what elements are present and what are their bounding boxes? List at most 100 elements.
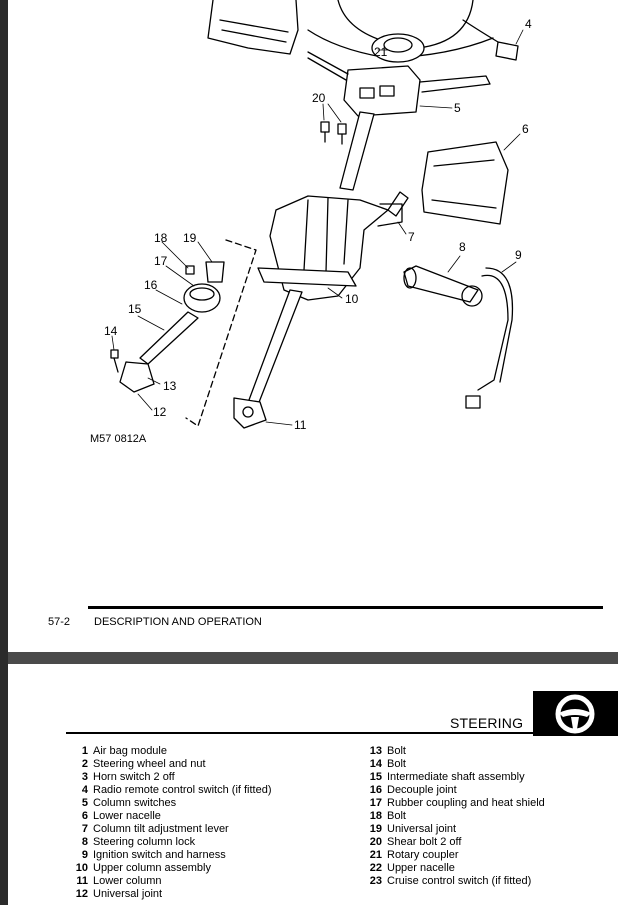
callout-13: 13 <box>163 379 177 393</box>
legend-item: 20 Shear bolt 2 off <box>360 836 545 849</box>
legend-item-label: Bolt <box>387 745 406 757</box>
legend-item-label: Decouple joint <box>387 784 457 796</box>
legend-item-number: 1 <box>81 745 88 757</box>
legend-item-number: 12 <box>75 888 88 900</box>
legend-item-label: Air bag module <box>93 745 167 757</box>
page-top: 4 21 5 6 20 7 8 9 10 11 12 13 14 15 16 1… <box>8 0 618 652</box>
legend-item-label: Horn switch 2 off <box>93 771 175 783</box>
legend-item: 23 Cruise control switch (if fitted) <box>360 875 545 888</box>
legend-item-number: 6 <box>81 810 88 822</box>
page-number: 57-2 <box>48 616 71 628</box>
legend-item: 11 Lower column <box>66 875 272 888</box>
legend-item-label: Lower nacelle <box>93 810 161 822</box>
legend-item-label: Ignition switch and harness <box>93 849 226 861</box>
legend-item-number: 18 <box>369 810 382 822</box>
legend-item-number: 2 <box>81 758 88 770</box>
legend-item-label: Column switches <box>93 797 177 809</box>
legend-item-number: 21 <box>369 849 382 861</box>
callout-10: 10 <box>345 292 359 306</box>
legend-item-number: 19 <box>369 823 382 835</box>
legend-item-label: Bolt <box>387 758 406 770</box>
legend-item-label: Rotary coupler <box>387 849 459 861</box>
legend-item-number: 13 <box>369 745 382 757</box>
legend-item: 17 Rubber coupling and heat shield <box>360 797 545 810</box>
legend-item-number: 8 <box>81 836 88 848</box>
legend-item-number: 17 <box>369 797 382 809</box>
footer-rule <box>88 606 603 609</box>
legend-item: 4 Radio remote control switch (if fitted) <box>66 784 272 797</box>
legend-item: 18 Bolt <box>360 810 545 823</box>
callout-5: 5 <box>454 101 461 115</box>
legend-item: 3 Horn switch 2 off <box>66 771 272 784</box>
callout-9: 9 <box>515 248 522 262</box>
footer-title: DESCRIPTION AND OPERATION <box>94 616 262 628</box>
legend-item: 5 Column switches <box>66 797 272 810</box>
legend-item-label: Cruise control switch (if fitted) <box>387 875 532 887</box>
legend-item: 8 Steering column lock <box>66 836 272 849</box>
legend-item: 14 Bolt <box>360 758 545 771</box>
legend-item: 15 Intermediate shaft assembly <box>360 771 545 784</box>
legend-item-number: 11 <box>76 875 88 887</box>
callout-7: 7 <box>408 230 415 244</box>
page-bottom <box>8 664 618 905</box>
callout-12: 12 <box>153 405 167 419</box>
header-rule <box>66 732 536 734</box>
legend-item-label: Upper nacelle <box>387 862 455 874</box>
legend-item-number: 23 <box>369 875 382 887</box>
legend-item-label: Upper column assembly <box>93 862 211 874</box>
callout-21: 21 <box>374 45 388 59</box>
legend-item-label: Bolt <box>387 810 406 822</box>
legend-item-label: Intermediate shaft assembly <box>387 771 525 783</box>
callout-15: 15 <box>128 302 142 316</box>
callout-20: 20 <box>312 91 326 105</box>
legend-item-label: Rubber coupling and heat shield <box>387 797 545 809</box>
legend-item: 10 Upper column assembly <box>66 862 272 875</box>
legend-item-label: Radio remote control switch (if fitted) <box>93 784 272 796</box>
legend-item-number: 14 <box>369 758 382 770</box>
legend-item-number: 10 <box>75 862 88 874</box>
legend-item: 21 Rotary coupler <box>360 849 545 862</box>
legend-item: 1 Air bag module <box>66 745 272 758</box>
legend-item: 22 Upper nacelle <box>360 862 545 875</box>
legend-item-number: 5 <box>81 797 88 809</box>
callout-6: 6 <box>522 122 529 136</box>
callout-11: 11 <box>294 418 307 432</box>
legend-item: 19 Universal joint <box>360 823 545 836</box>
legend-item-number: 15 <box>369 771 382 783</box>
legend-item-label: Shear bolt 2 off <box>387 836 462 848</box>
legend-item: 7 Column tilt adjustment lever <box>66 823 272 836</box>
steering-column-exploded-diagram: 4 21 5 6 20 7 8 9 10 11 12 13 14 15 16 1… <box>90 0 532 445</box>
legend-item-label: Column tilt adjustment lever <box>93 823 229 835</box>
callout-14: 14 <box>104 324 118 338</box>
figure-reference: M57 0812A <box>90 433 147 445</box>
page-edge <box>0 0 8 905</box>
legend-item: 16 Decouple joint <box>360 784 545 797</box>
legend-item-label: Lower column <box>93 875 162 887</box>
callout-8: 8 <box>459 240 466 254</box>
callout-16: 16 <box>144 278 158 292</box>
legend-item: 2 Steering wheel and nut <box>66 758 272 771</box>
steering-wheel-icon <box>555 694 595 734</box>
legend-item-number: 16 <box>369 784 382 796</box>
legend-item-label: Steering column lock <box>93 836 196 848</box>
legend-item-number: 7 <box>81 823 88 835</box>
callout-17: 17 <box>154 254 168 268</box>
legend-item-number: 20 <box>369 836 382 848</box>
callout-19: 19 <box>183 231 197 245</box>
callout-4: 4 <box>525 17 532 31</box>
legend-item-number: 9 <box>81 849 88 861</box>
section-title: STEERING <box>450 715 524 731</box>
callout-18: 18 <box>154 231 168 245</box>
diagram-callouts: 4 21 5 6 20 7 8 9 10 11 12 13 14 15 16 1… <box>90 17 532 445</box>
legend-item-label: Universal joint <box>93 888 163 900</box>
legend-item-label: Steering wheel and nut <box>93 758 206 770</box>
legend-item-number: 4 <box>81 784 88 796</box>
legend-item-number: 22 <box>369 862 382 874</box>
legend-item-label: Universal joint <box>387 823 457 835</box>
legend-item: 6 Lower nacelle <box>66 810 272 823</box>
section-icon-box <box>533 691 618 736</box>
legend-item-number: 3 <box>81 771 88 783</box>
legend-item: 9 Ignition switch and harness <box>66 849 272 862</box>
